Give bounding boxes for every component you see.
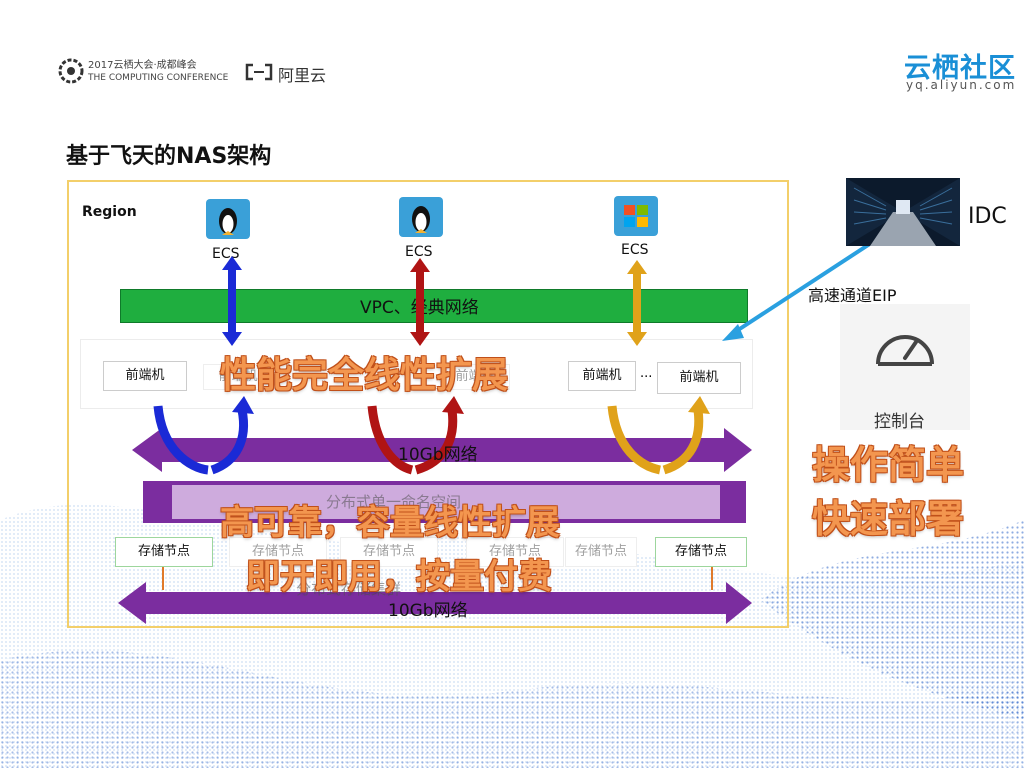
- ecs-link-arrow-red: [410, 258, 430, 346]
- ecs-link-arrow-gold: [627, 260, 647, 346]
- reliability-overlay-text: 高可靠，容量线性扩展: [220, 495, 560, 544]
- storage-node: 存储节点: [655, 537, 747, 567]
- pay-per-use-overlay-text: 即开即用，按量付费: [246, 549, 552, 598]
- idc-label: IDC: [968, 204, 1007, 229]
- storage-node: 存储节点: [115, 537, 213, 567]
- console-label: 控制台: [874, 407, 925, 432]
- fast-deploy-overlay-text: 快速部署: [812, 488, 964, 543]
- network-top-label: 10Gb网络: [398, 440, 478, 465]
- ecs-link-arrow-blue: [222, 256, 242, 346]
- performance-overlay-text: 性能完全线性扩展: [220, 346, 508, 398]
- datacenter-image-icon: [846, 178, 960, 246]
- gauge-icon: [872, 320, 938, 370]
- network-bottom-label: 10Gb网络: [388, 596, 468, 621]
- easy-ops-overlay-text: 操作简单: [812, 434, 964, 489]
- eip-label: 高速通道EIP: [808, 282, 896, 306]
- storage-node: 存储节点: [565, 537, 637, 567]
